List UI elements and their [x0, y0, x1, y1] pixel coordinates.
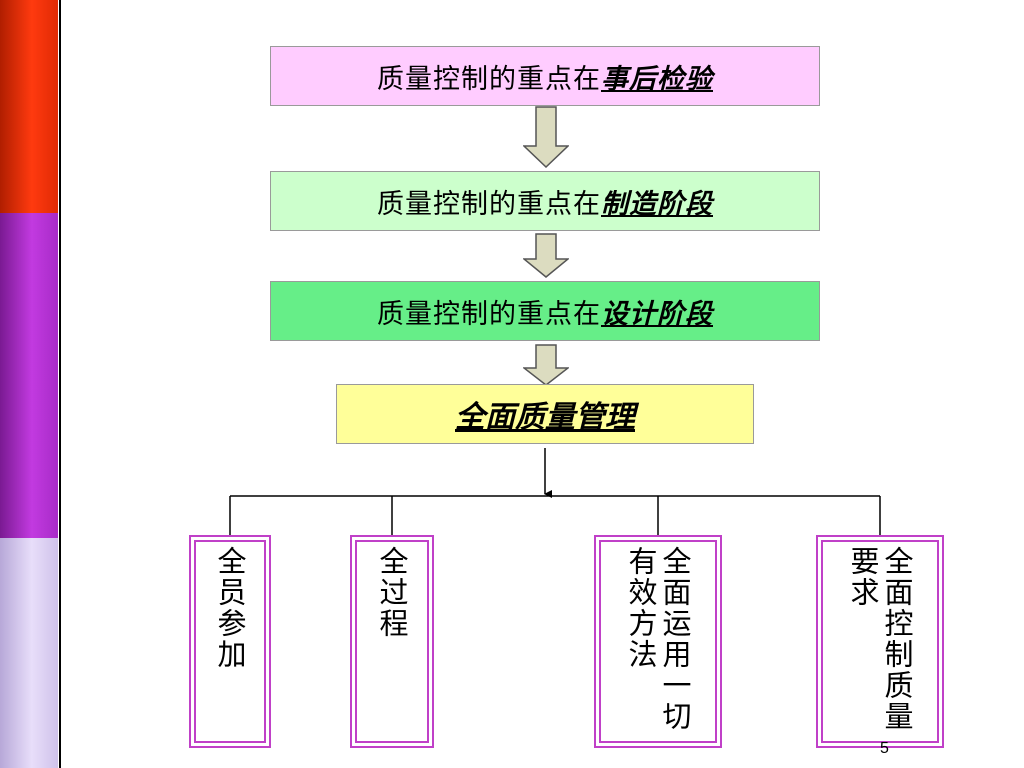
- down-arrow-icon: [523, 233, 569, 278]
- left-strip-lavender: [0, 538, 58, 768]
- page-number: 5: [880, 740, 889, 757]
- stage-prefix: 质量控制的重点在: [377, 188, 601, 220]
- stage-prefix: 质量控制的重点在: [377, 298, 601, 330]
- left-strip-red: [0, 0, 58, 213]
- stage-emphasis: 制造阶段: [601, 188, 713, 220]
- tqm-title: 全面质量管理: [455, 400, 635, 435]
- stage-emphasis: 事后检验: [601, 63, 713, 95]
- stage-box-design: 质量控制的重点在设计阶段: [270, 281, 820, 341]
- stage-box-manufacturing: 质量控制的重点在制造阶段: [270, 171, 820, 231]
- down-arrow-icon: [523, 344, 569, 386]
- pillar-text: 全过程: [375, 546, 409, 639]
- left-divider-line: [59, 0, 61, 768]
- pillar-text: 全面运用一切有效方法: [624, 546, 692, 732]
- pillar-whole-process: 全过程: [355, 540, 429, 743]
- pillar-all-staff: 全员参加: [194, 540, 266, 743]
- stage-prefix: 质量控制的重点在: [377, 63, 601, 95]
- pillar-text: 全面控制质量要求: [846, 546, 914, 732]
- pillar-quality-requirements: 全面控制质量要求: [821, 540, 939, 743]
- pillar-all-methods: 全面运用一切有效方法: [599, 540, 717, 743]
- left-strip-purple: [0, 213, 58, 538]
- down-arrow-icon: [523, 106, 569, 168]
- stage-box-inspection: 质量控制的重点在事后检验: [270, 46, 820, 106]
- pillar-text: 全员参加: [213, 546, 247, 670]
- stage-emphasis: 设计阶段: [601, 298, 713, 330]
- tqm-box: 全面质量管理: [336, 384, 754, 444]
